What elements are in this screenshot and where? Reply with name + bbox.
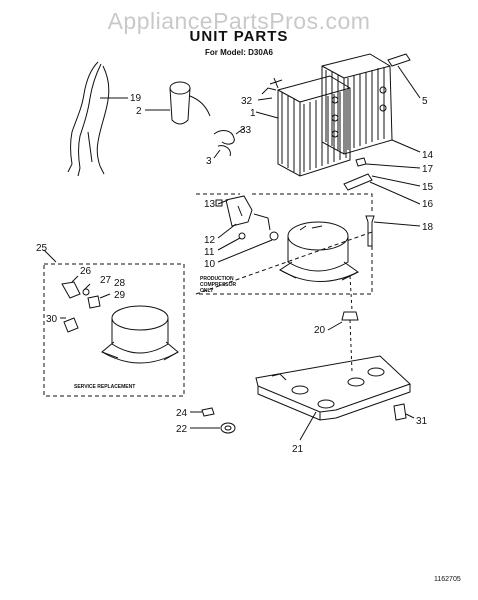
leader-29 <box>99 293 111 299</box>
service-overload <box>61 281 101 333</box>
watermark: AppliancePartsPros.com <box>107 8 371 34</box>
callout-28: 28 <box>114 278 126 289</box>
callout-26: 26 <box>80 266 92 277</box>
foot-31 <box>393 403 407 421</box>
service-box <box>43 263 185 397</box>
part-17 <box>355 157 367 167</box>
callout-13: 13 <box>204 199 216 210</box>
leader-14 <box>391 139 421 153</box>
leader-10 <box>217 239 273 263</box>
callout-15: 15 <box>422 182 434 193</box>
production-label-2: COMPRESSOR <box>200 282 237 288</box>
callout-5: 5 <box>422 96 428 107</box>
base-pan <box>255 355 411 421</box>
clamp-3 <box>217 145 231 157</box>
leader-5 <box>397 65 421 99</box>
callout-16: 16 <box>422 199 434 210</box>
leader-25 <box>43 249 57 263</box>
production-box <box>195 193 373 295</box>
callout-27: 27 <box>100 275 112 286</box>
drain-tube <box>343 173 373 191</box>
callout-10: 10 <box>204 259 216 270</box>
diagram-title: UNIT PARTS <box>189 28 289 45</box>
leader-33 <box>235 127 245 135</box>
document-number: 1162705 <box>434 576 461 583</box>
production-label-3: ONLY <box>200 288 214 294</box>
leader-26 <box>71 275 79 283</box>
screw-18 <box>365 215 375 247</box>
leader-1 <box>255 111 279 119</box>
callout-33: 33 <box>240 125 252 136</box>
callout-30: 30 <box>46 314 58 325</box>
callout-17: 17 <box>422 164 434 175</box>
leader-18 <box>373 221 421 227</box>
callout-31: 31 <box>416 416 428 427</box>
wire-harness <box>67 61 110 177</box>
production-compressor <box>279 221 359 282</box>
clamp-33 <box>213 130 235 145</box>
callout-22: 22 <box>176 424 188 435</box>
leader-13 <box>217 199 229 205</box>
leader-11 <box>217 237 241 251</box>
leader-16 <box>369 181 421 205</box>
leader-27 <box>83 283 91 291</box>
leader-31 <box>405 413 415 419</box>
grommet-20 <box>341 311 359 321</box>
callout-2: 2 <box>136 106 142 117</box>
callout-3: 3 <box>206 156 212 167</box>
leader-12 <box>217 223 237 239</box>
leader-21 <box>299 411 317 441</box>
part-24 <box>201 407 215 417</box>
callout-29: 29 <box>114 290 126 301</box>
callout-32: 32 <box>241 96 253 107</box>
production-label-1: PRODUCTION <box>200 276 234 282</box>
leader-17 <box>365 163 421 169</box>
insulation-sleeve <box>169 81 211 125</box>
callout-18: 18 <box>422 222 434 233</box>
support-bar <box>387 53 411 67</box>
service-label: SERVICE REPLACEMENT <box>74 384 135 390</box>
callout-21: 21 <box>292 444 304 455</box>
grommet-22 <box>220 422 236 434</box>
callout-19: 19 <box>130 93 142 104</box>
callout-20: 20 <box>314 325 326 336</box>
overload-relay <box>215 195 279 241</box>
leader-3 <box>213 149 221 159</box>
service-compressor <box>101 305 179 364</box>
callout-25: 25 <box>36 243 48 254</box>
callout-14: 14 <box>422 150 434 161</box>
model-subtitle: For Model: D30A6 <box>204 48 273 57</box>
leader-32 <box>257 97 273 101</box>
callout-24: 24 <box>176 408 188 419</box>
callout-11: 11 <box>204 247 215 258</box>
mount-line <box>349 275 353 311</box>
leader-20 <box>327 321 343 331</box>
clip-32 <box>261 87 277 95</box>
leader-15 <box>371 175 421 187</box>
callout-12: 12 <box>204 235 216 246</box>
evaporator-coil <box>321 53 393 155</box>
callout-1: 1 <box>250 108 256 119</box>
